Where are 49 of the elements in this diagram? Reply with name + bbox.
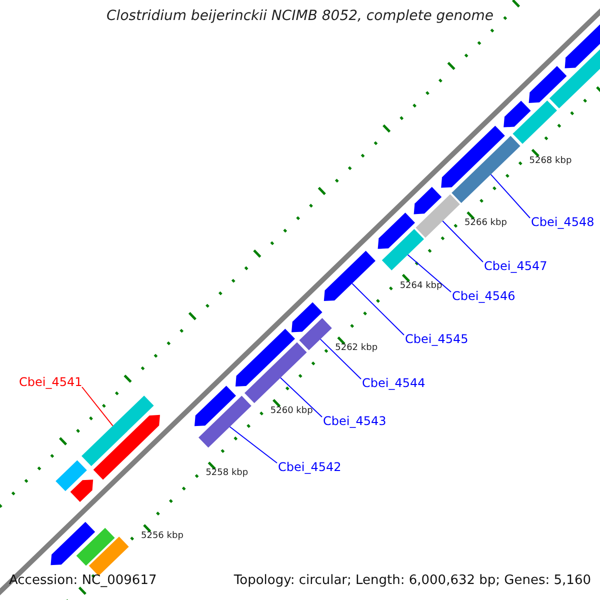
pointed-gene-block xyxy=(504,100,531,128)
pointed-gene-block xyxy=(528,66,567,103)
pointed-gene-block xyxy=(236,328,295,386)
pointed-gene-block xyxy=(70,480,94,502)
pointed-gene-block xyxy=(441,126,505,188)
gene-label: Cbei_4541 xyxy=(19,375,82,389)
scale-label: 5262 kbp xyxy=(335,343,378,354)
pointed-gene-block xyxy=(194,386,236,426)
scale-label: 5256 kbp xyxy=(141,531,184,541)
gene-bar xyxy=(82,396,154,466)
pointed-gene-block xyxy=(324,250,376,301)
leader-line xyxy=(407,254,452,292)
gene-bar xyxy=(88,536,129,576)
scale-label: 5260 kbp xyxy=(270,406,313,416)
gene-bar xyxy=(56,460,87,492)
gene-label: Cbei_4547 xyxy=(484,259,548,273)
gene-bar xyxy=(452,136,520,203)
leader-line xyxy=(82,386,114,426)
gene-bar xyxy=(299,318,332,350)
gene-label: Cbei_4542 xyxy=(278,460,342,474)
gene-bar xyxy=(198,396,252,448)
accession-text: Accession: NC_009617 xyxy=(9,573,157,588)
gene-bar xyxy=(244,342,307,404)
scale-label: 5266 kbp xyxy=(464,218,507,228)
leader-line xyxy=(280,377,322,418)
gene-label: Cbei_4543 xyxy=(323,414,386,428)
gene-bar xyxy=(512,100,557,144)
pointed-gene-block xyxy=(414,186,442,214)
gene-bar xyxy=(382,229,424,270)
gene-label: Cbei_4548 xyxy=(531,215,594,229)
gene-bar xyxy=(76,528,115,566)
leader-line xyxy=(229,426,278,464)
gene-label: Cbei_4546 xyxy=(452,289,516,303)
leader-line xyxy=(320,338,362,380)
gene-bar xyxy=(416,194,460,238)
pointed-gene-block xyxy=(292,302,322,332)
scale-label: 5264 kbp xyxy=(400,280,442,291)
scale-label: 5268 kbp xyxy=(529,156,572,166)
pointed-gene-block xyxy=(50,522,96,566)
title: Clostridium beijerinckii NCIMB 8052, complete genome xyxy=(106,8,494,24)
scale-label: 5258 kbp xyxy=(206,468,248,478)
pointed-gene-block xyxy=(378,212,415,249)
leader-line xyxy=(352,282,404,336)
leader-line xyxy=(490,174,530,218)
pointed-gene-block xyxy=(93,414,160,480)
leader-line xyxy=(442,220,484,262)
gene-label: Cbei_4545 xyxy=(405,332,468,346)
gene-label: Cbei_4544 xyxy=(362,376,426,390)
topology-text: Topology: circular; Length: 6,000,632 bp; Genes: 5,160 xyxy=(234,573,591,588)
